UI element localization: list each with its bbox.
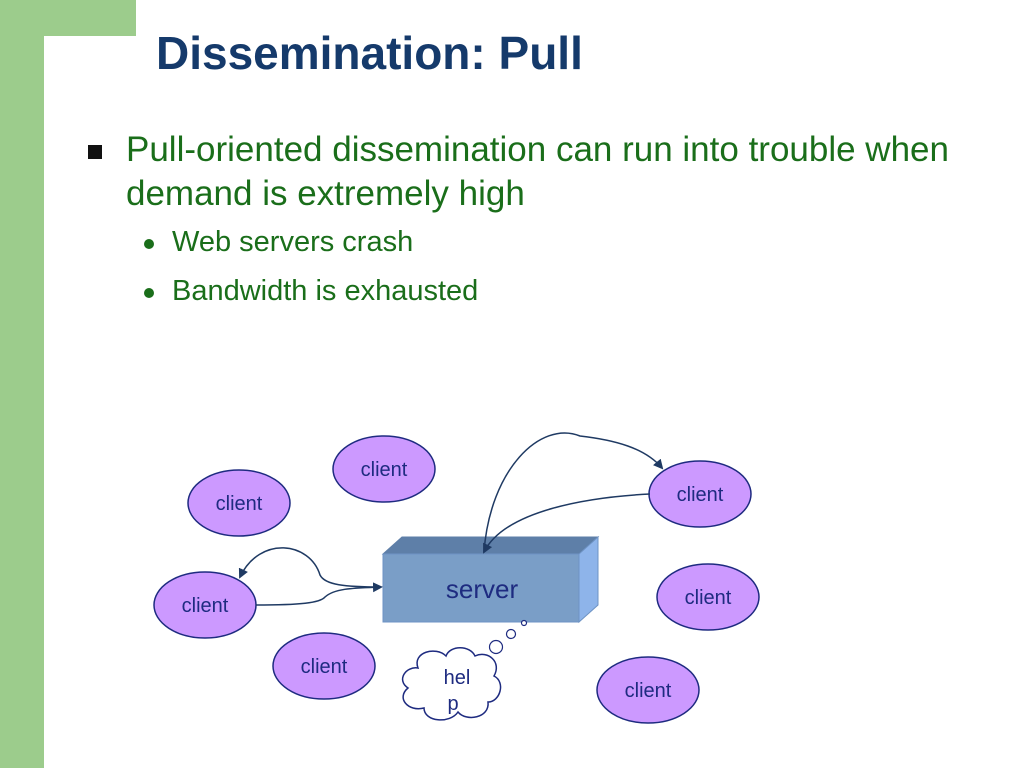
bullet-main-text: Pull-oriented dissemination can run into… bbox=[126, 130, 949, 213]
request-arrow bbox=[255, 582, 383, 606]
response-arrow bbox=[238, 547, 382, 588]
client-label: client bbox=[361, 459, 408, 481]
accent-top-bar bbox=[44, 0, 136, 36]
client-node: client bbox=[648, 460, 752, 528]
client-node: client bbox=[272, 632, 376, 700]
client-node: client bbox=[656, 563, 760, 631]
sub-bullet-bandwidth: Bandwidth is exhausted bbox=[144, 267, 998, 316]
sub-bullet-text: Bandwidth is exhausted bbox=[172, 275, 479, 307]
sub-bullet-web-servers: Web servers crash bbox=[144, 218, 998, 267]
round-bullet-icon bbox=[144, 239, 154, 249]
client-label: client bbox=[216, 493, 263, 515]
thought-text-line-2: p bbox=[447, 693, 458, 715]
client-label: client bbox=[677, 484, 724, 506]
client-label: client bbox=[685, 587, 732, 609]
bullet-list: Pull-oriented dissemination can run into… bbox=[88, 128, 998, 316]
response-arrow bbox=[483, 432, 664, 553]
client-label: client bbox=[625, 680, 672, 702]
client-label: client bbox=[301, 656, 348, 678]
round-bullet-icon bbox=[144, 288, 154, 298]
client-node: client bbox=[153, 571, 257, 639]
accent-left-bar bbox=[0, 0, 44, 768]
thought-bubble: hel p bbox=[401, 619, 528, 721]
client-label: client bbox=[182, 595, 229, 617]
client-node: client bbox=[332, 435, 436, 503]
client-node: client bbox=[596, 656, 700, 724]
server-box: server bbox=[381, 535, 600, 624]
slide-title: Dissemination: Pull bbox=[156, 27, 583, 79]
square-bullet-icon bbox=[88, 145, 102, 159]
server-label: server bbox=[446, 574, 519, 604]
client-node: client bbox=[187, 469, 291, 537]
sub-bullet-text: Web servers crash bbox=[172, 226, 414, 258]
request-arrow bbox=[483, 493, 651, 554]
thought-text-line-1: hel bbox=[444, 667, 471, 689]
bullet-main: Pull-oriented dissemination can run into… bbox=[88, 128, 998, 216]
